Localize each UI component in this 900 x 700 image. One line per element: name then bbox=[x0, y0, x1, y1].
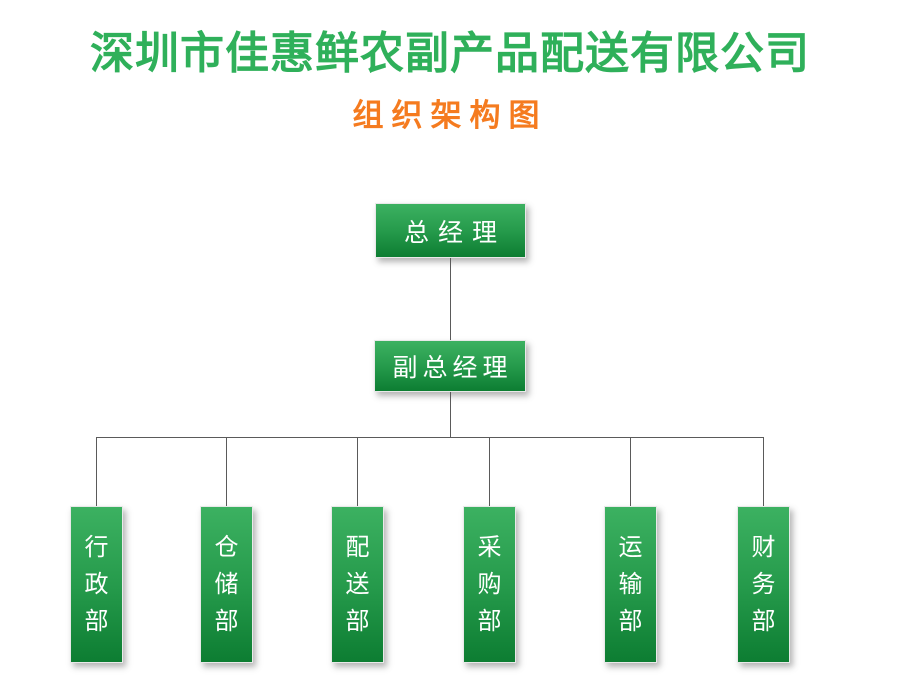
page-subtitle: 组织架构图 bbox=[352, 98, 548, 133]
connector-drop-line bbox=[357, 437, 358, 507]
connector-drop-line bbox=[226, 437, 227, 507]
department-node: 仓 储 部 bbox=[200, 506, 253, 663]
page-title: 深圳市佳惠鲜农副产品配送有限公司 bbox=[90, 29, 810, 78]
connector-gm-to-deputy bbox=[450, 258, 451, 340]
department-node: 财 务 部 bbox=[737, 506, 790, 663]
department-label: 财 务 部 bbox=[751, 534, 776, 635]
department-node: 行 政 部 bbox=[70, 506, 123, 663]
department-label: 行 政 部 bbox=[84, 534, 109, 635]
department-node: 运 输 部 bbox=[604, 506, 657, 663]
connector-drop-line bbox=[96, 437, 97, 507]
node-general-manager: 总经理 bbox=[375, 203, 526, 258]
connector-drop-line bbox=[763, 437, 764, 507]
department-label: 采 购 部 bbox=[477, 534, 502, 635]
department-node: 采 购 部 bbox=[463, 506, 516, 663]
deputy-general-manager-label: 副总经理 bbox=[392, 354, 513, 382]
department-label: 配 送 部 bbox=[345, 534, 370, 635]
department-label: 仓 储 部 bbox=[214, 534, 239, 635]
connector-deputy-to-bus bbox=[450, 392, 451, 437]
node-deputy-general-manager: 副总经理 bbox=[374, 340, 526, 392]
connector-drop-line bbox=[489, 437, 490, 507]
general-manager-label: 总经理 bbox=[403, 218, 506, 247]
connector-bus-line bbox=[96, 437, 764, 438]
department-node: 配 送 部 bbox=[331, 506, 384, 663]
department-label: 运 输 部 bbox=[618, 534, 643, 635]
connector-drop-line bbox=[630, 437, 631, 507]
